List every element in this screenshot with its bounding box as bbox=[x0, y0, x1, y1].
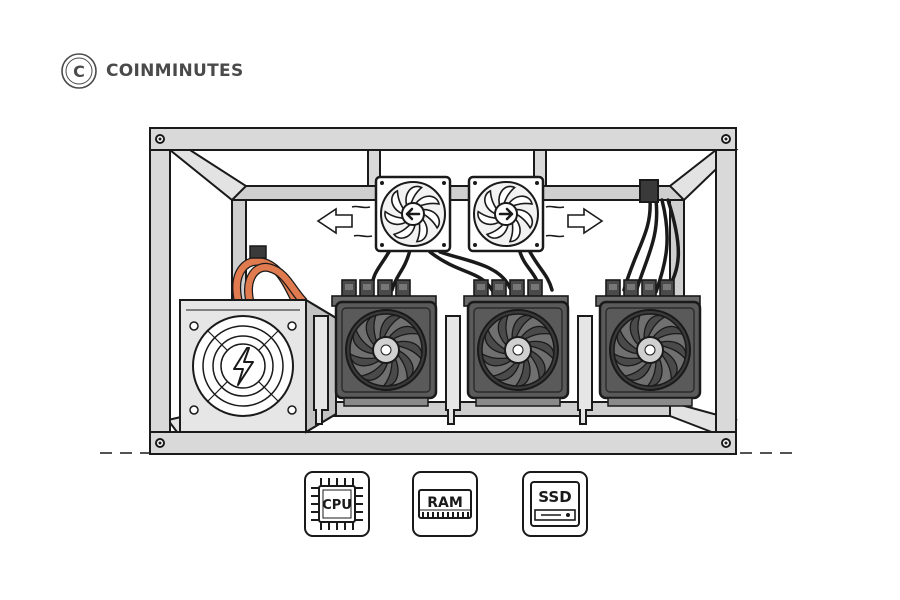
ram-module-icon: RAM bbox=[413, 472, 477, 536]
gpu-row bbox=[314, 280, 700, 424]
cable-connector bbox=[640, 180, 658, 202]
airflow-right-arrow bbox=[546, 206, 602, 236]
fan-exhaust-right-icon bbox=[469, 177, 543, 251]
power-supply-unit bbox=[180, 246, 336, 432]
component-label-ram: RAM bbox=[427, 495, 463, 511]
component-label-ssd: SSD bbox=[538, 488, 571, 506]
fan-exhaust-left-icon bbox=[376, 177, 450, 251]
component-label-cpu: CPU bbox=[322, 498, 352, 513]
cpu-chip-icon: CPU bbox=[305, 472, 369, 536]
ssd-drive-icon: SSD bbox=[523, 472, 587, 536]
airflow-left-arrow bbox=[318, 206, 372, 236]
component-icons: CPU RAM SSD bbox=[305, 472, 587, 536]
